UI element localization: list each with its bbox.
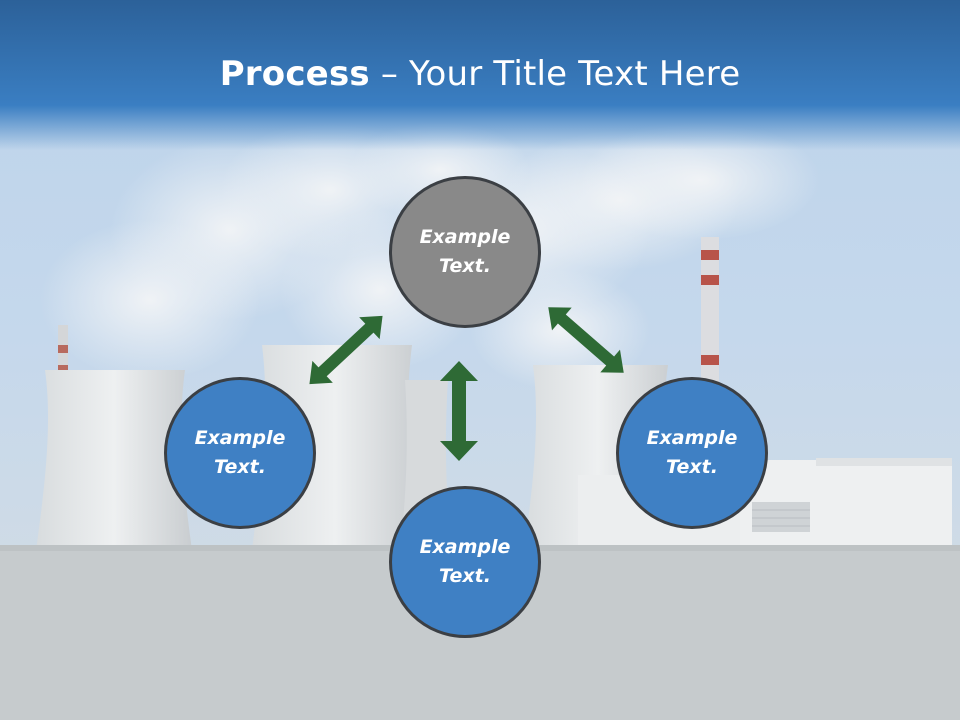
- slide-title: Process – Your Title Text Here: [0, 54, 960, 94]
- double-arrow-right-icon: [548, 307, 624, 373]
- double-arrow-vertical-icon: [440, 361, 478, 461]
- circle-left-line2: Text.: [214, 456, 266, 478]
- title-bold: Process: [219, 54, 370, 94]
- circle-top-line1: Example: [419, 226, 511, 248]
- double-arrow-left-icon: [309, 315, 383, 385]
- circle-right-line2: Text.: [666, 456, 718, 478]
- circle-top-line2: Text.: [439, 255, 491, 277]
- circle-bottom-line2: Text.: [439, 565, 491, 587]
- title-bar: [0, 0, 960, 150]
- circle-left-line1: Example: [194, 427, 286, 449]
- circle-right-line1: Example: [646, 427, 738, 449]
- title-rest: – Your Title Text Here: [369, 54, 741, 94]
- circle-bottom-line1: Example: [419, 536, 511, 558]
